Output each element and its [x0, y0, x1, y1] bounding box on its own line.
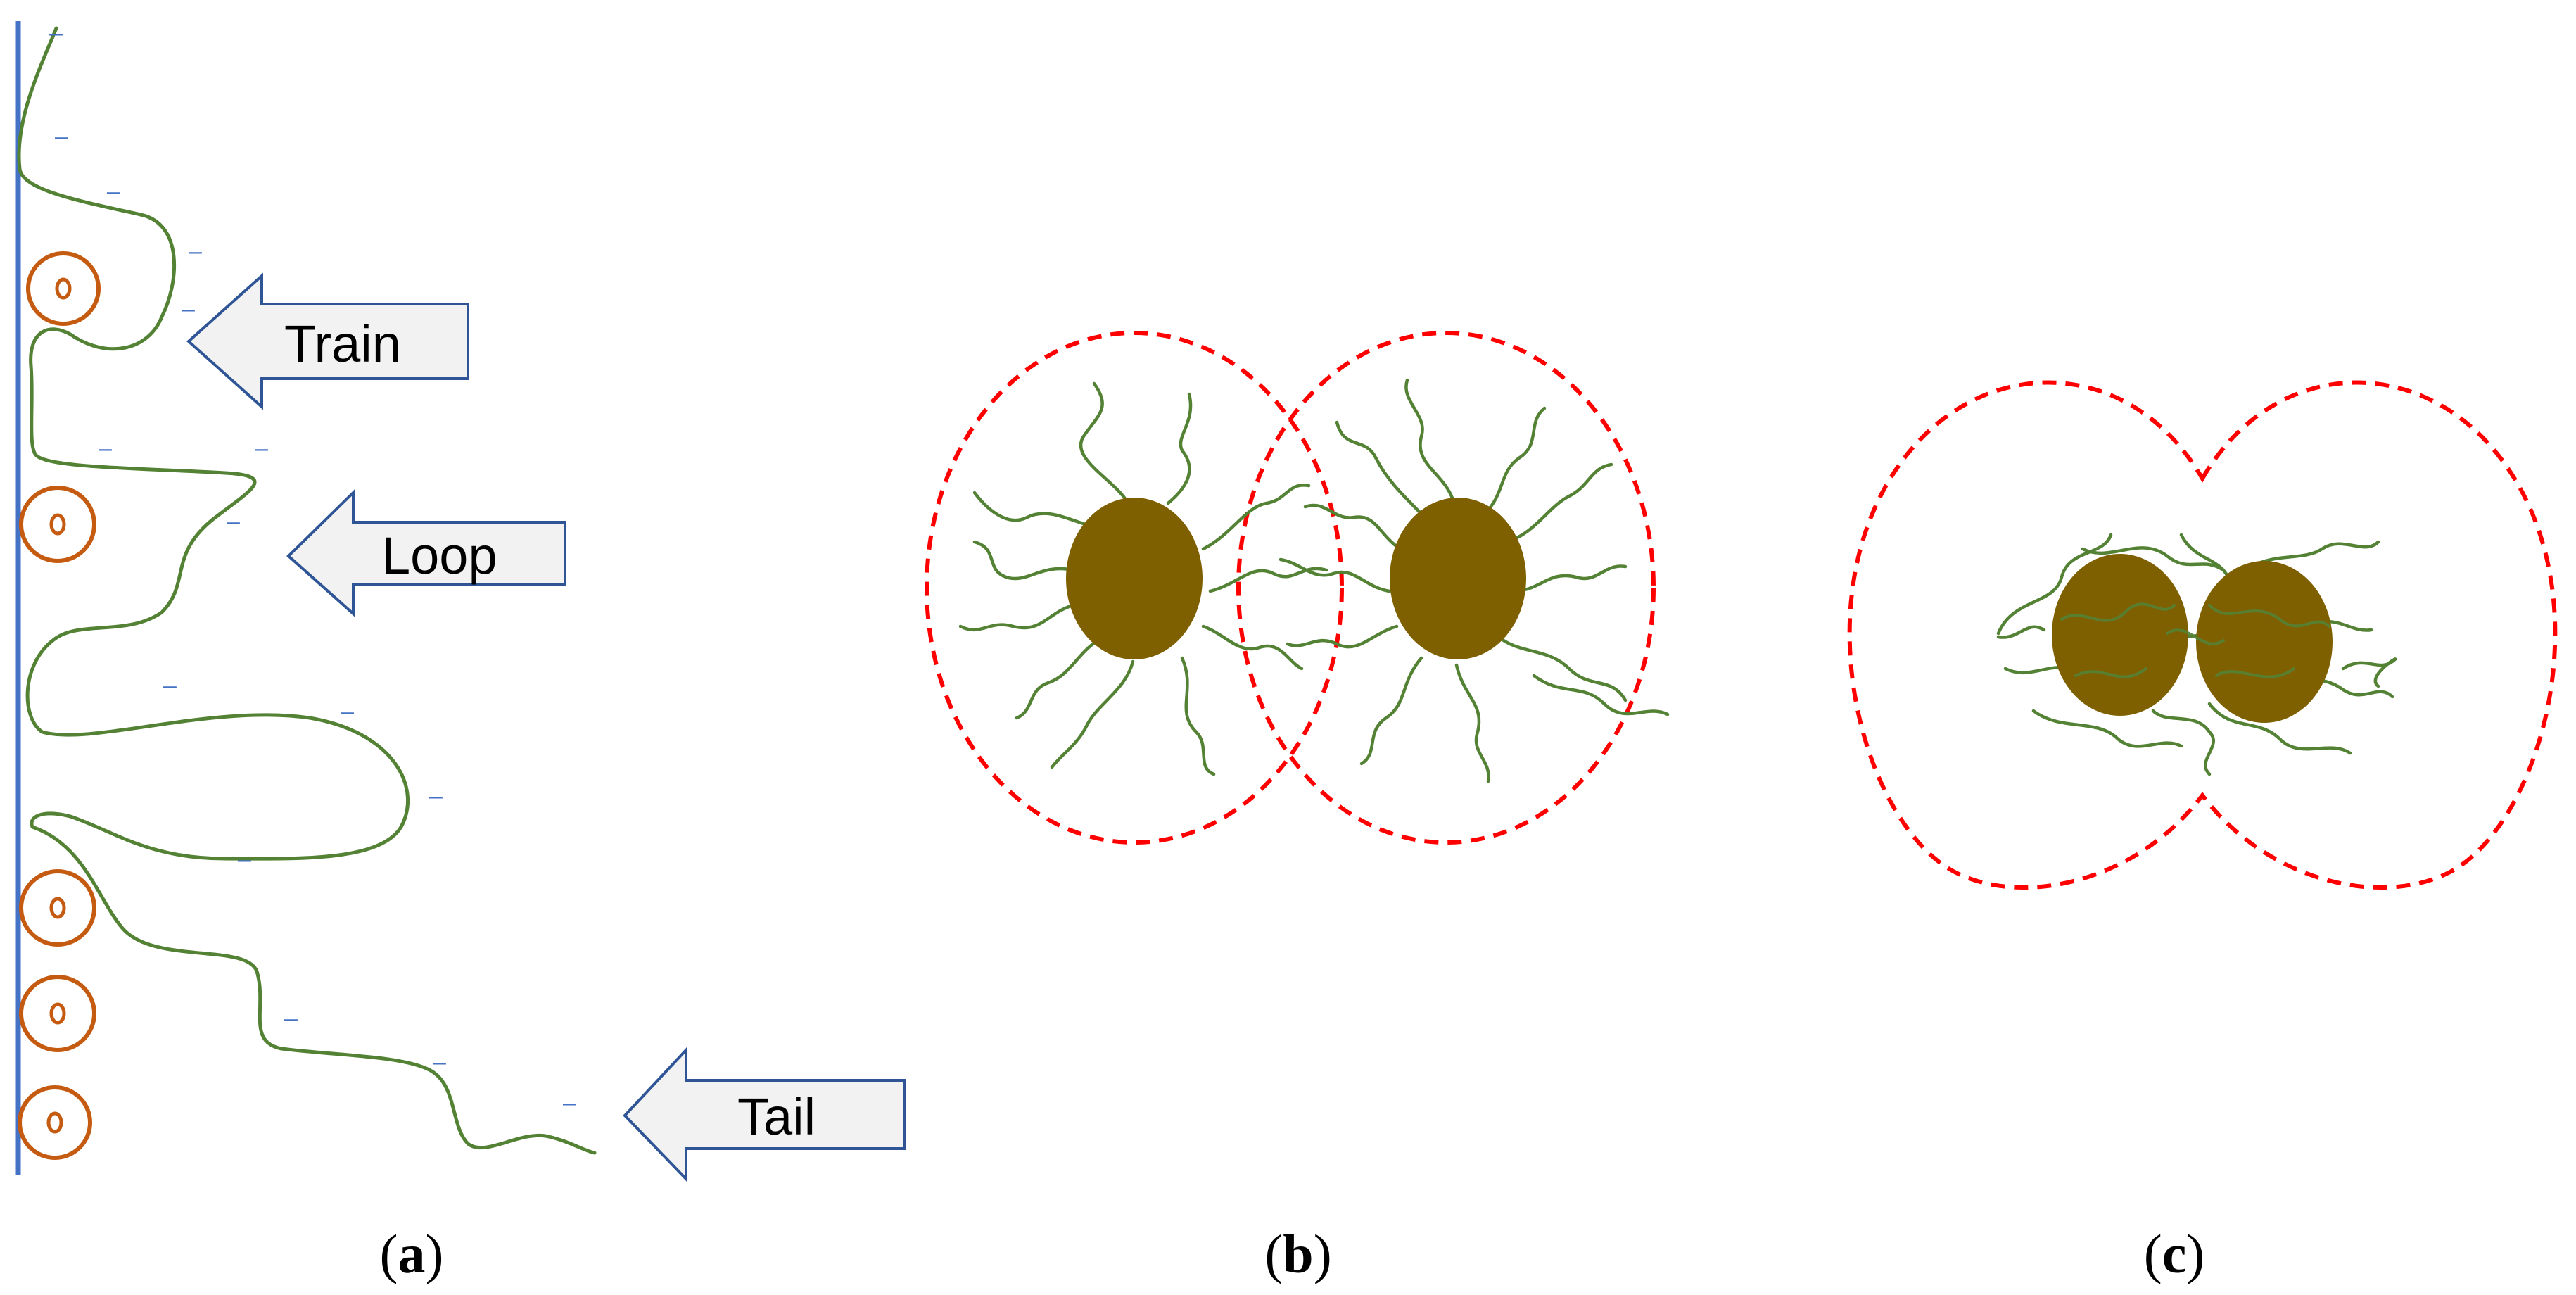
- adsorption-site: [18, 1085, 92, 1160]
- colloid-particle: [1390, 498, 1526, 659]
- colloid-particle: [2052, 554, 2188, 716]
- negative-charge: –: [429, 783, 443, 809]
- negative-charge: –: [238, 846, 251, 873]
- tail-arrow: Tail: [623, 1046, 906, 1182]
- train-label: Train: [284, 315, 401, 373]
- polymer-chains-left: [958, 381, 1328, 776]
- negative-charge: –: [341, 698, 354, 725]
- polymer-chain: [17, 26, 597, 1155]
- negative-charges: – – – – – – – – – – – – – – –: [49, 20, 576, 1116]
- colloid-particle: [2196, 561, 2333, 723]
- adsorption-sites: [18, 251, 101, 1160]
- negative-charge: –: [163, 672, 177, 699]
- negative-charge: –: [107, 178, 120, 205]
- negative-charge: –: [284, 1005, 298, 1032]
- loop-arrow: Loop: [286, 489, 566, 617]
- negative-charge: –: [227, 508, 240, 535]
- negative-charge: –: [49, 20, 63, 46]
- polymer-chains-over: [2060, 602, 2330, 678]
- loop-label: Loop: [381, 526, 497, 585]
- panel-b: (b): [925, 331, 1670, 1284]
- negative-charge: –: [563, 1089, 576, 1116]
- panel-label-c: (c): [2144, 1223, 2205, 1284]
- negative-charge: –: [189, 238, 202, 265]
- negative-charge: –: [182, 296, 195, 322]
- adsorption-site: [19, 975, 96, 1052]
- panel-label-a: (a): [380, 1223, 444, 1284]
- adsorption-site: [26, 251, 101, 326]
- steric-boundary-left: [925, 331, 1344, 845]
- negative-charge: –: [433, 1049, 446, 1075]
- panel-a: – – – – – – – – – – – – – – – Train Loop: [15, 20, 906, 1284]
- train-arrow: Train: [186, 272, 469, 410]
- negative-charge: –: [99, 435, 112, 462]
- adsorption-site: [19, 486, 96, 563]
- negative-charge: –: [55, 123, 68, 150]
- panel-c: (c): [1847, 380, 2558, 1284]
- panel-label-b: (b): [1264, 1223, 1331, 1284]
- tail-label: Tail: [737, 1087, 816, 1146]
- negative-charge: –: [255, 435, 268, 462]
- adsorption-site: [19, 869, 96, 947]
- colloid-particle: [1066, 498, 1203, 659]
- merged-steric-boundary: [1847, 380, 2558, 890]
- polymer-chains-right: [1279, 378, 1670, 783]
- steric-boundary-right: [1236, 331, 1656, 845]
